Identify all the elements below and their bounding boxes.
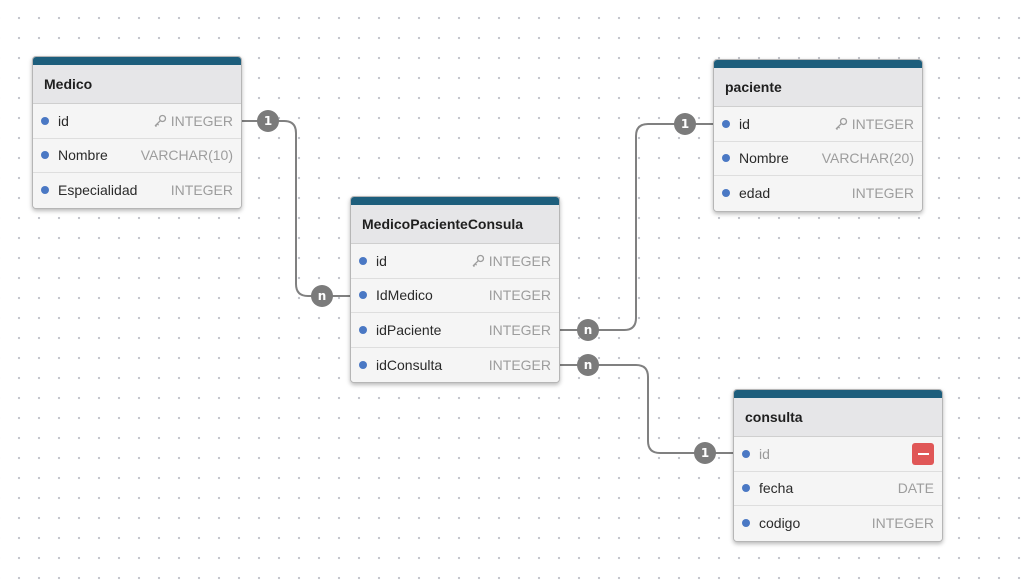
field-type: INTEGER <box>170 182 233 199</box>
field-dot-icon <box>722 189 730 198</box>
table-consulta[interactable]: consulta id fecha DATE codigo INTEGER <box>733 389 943 542</box>
field-type: INTEGER <box>488 321 551 338</box>
field-row[interactable]: Nombre VARCHAR(20) <box>714 141 922 176</box>
field-row[interactable]: codigo INTEGER <box>734 506 942 541</box>
table-header[interactable]: paciente <box>714 60 922 107</box>
field-name: id <box>759 445 770 462</box>
field-row[interactable]: edad INTEGER <box>714 176 922 211</box>
field-name: fecha <box>759 480 794 497</box>
table-title: Medico <box>44 76 93 92</box>
field-type: VARCHAR(10) <box>140 147 233 164</box>
field-dot-icon <box>359 291 367 300</box>
field-dot-icon <box>742 519 750 528</box>
field-type: DATE <box>897 480 934 497</box>
table-title: paciente <box>725 79 782 95</box>
table-title: consulta <box>745 409 803 425</box>
svg-text:1: 1 <box>681 117 689 131</box>
field-name: Nombre <box>739 150 789 167</box>
field-type-label: INTEGER <box>851 115 914 132</box>
field-dot-icon <box>742 484 750 493</box>
field-dot-icon <box>41 151 49 160</box>
svg-text:1: 1 <box>264 114 272 128</box>
cardinality-badge: n <box>577 354 599 376</box>
cardinality-badge: 1 <box>674 113 696 135</box>
key-icon <box>472 254 484 267</box>
field-dot-icon <box>359 256 367 265</box>
field-name: id <box>739 115 750 132</box>
field-row[interactable]: id INTEGER <box>33 104 241 139</box>
field-row[interactable]: idPaciente INTEGER <box>351 313 559 348</box>
cardinality-badge: n <box>311 285 333 307</box>
field-dot-icon <box>722 154 730 163</box>
field-name: codigo <box>759 515 801 532</box>
field-type: INTEGER <box>488 356 551 373</box>
key-icon <box>154 114 166 127</box>
field-name: Especialidad <box>58 182 138 199</box>
relation-consulta-line[interactable] <box>560 364 733 454</box>
cardinality-badge: 1 <box>257 110 279 132</box>
relation-medico-line[interactable] <box>242 120 350 297</box>
field-row[interactable]: fecha DATE <box>734 471 942 506</box>
field-row[interactable]: idConsulta INTEGER <box>351 347 559 382</box>
field-type: INTEGER <box>834 116 914 132</box>
field-type: INTEGER <box>153 113 233 129</box>
field-dot-icon <box>722 119 730 128</box>
table-header[interactable]: Medico <box>33 57 241 104</box>
key-icon <box>835 117 847 130</box>
field-name: id <box>58 112 69 129</box>
field-name: idPaciente <box>376 321 442 338</box>
field-type: VARCHAR(20) <box>821 150 914 167</box>
field-type: INTEGER <box>471 253 551 269</box>
field-name: Nombre <box>58 147 108 164</box>
field-type: INTEGER <box>488 287 551 304</box>
field-row[interactable]: Nombre VARCHAR(10) <box>33 138 241 173</box>
field-dot-icon <box>41 186 49 195</box>
field-row[interactable]: id INTEGER <box>351 244 559 279</box>
svg-text:n: n <box>584 323 593 337</box>
table-paciente[interactable]: paciente id INTEGER Nombre VARCHAR(20) e… <box>713 59 923 212</box>
field-name: edad <box>739 185 771 202</box>
table-title: MedicoPacienteConsula <box>362 216 524 232</box>
table-header[interactable]: consulta <box>734 390 942 437</box>
svg-text:1: 1 <box>701 446 709 460</box>
svg-text:n: n <box>584 358 593 372</box>
field-dot-icon <box>742 449 750 458</box>
field-dot-icon <box>359 360 367 369</box>
field-row[interactable]: id <box>734 437 942 472</box>
table-medico[interactable]: Medico id INTEGER Nombre VARCHAR(10) Esp… <box>32 56 242 209</box>
table-header[interactable]: MedicoPacienteConsula <box>351 197 559 244</box>
field-dot-icon <box>41 116 49 125</box>
field-row[interactable]: id INTEGER <box>714 107 922 142</box>
field-dot-icon <box>359 325 367 334</box>
remove-field-button[interactable] <box>912 442 934 465</box>
svg-text:n: n <box>318 289 327 303</box>
field-type-label: INTEGER <box>488 252 551 269</box>
minus-icon <box>917 452 929 455</box>
relation-paciente-line[interactable] <box>560 123 713 331</box>
field-row[interactable]: IdMedico INTEGER <box>351 278 559 313</box>
field-type-label: INTEGER <box>170 112 233 129</box>
field-type: INTEGER <box>871 515 934 532</box>
field-name: idConsulta <box>376 356 443 373</box>
cardinality-badge: n <box>577 319 599 341</box>
field-type: INTEGER <box>851 185 914 202</box>
cardinality-badge: 1 <box>694 442 716 464</box>
field-row[interactable]: Especialidad INTEGER <box>33 173 241 208</box>
field-name: id <box>376 252 387 269</box>
table-medicopacienteconsula[interactable]: MedicoPacienteConsula id INTEGER IdMedic… <box>350 196 560 383</box>
field-name: IdMedico <box>376 287 433 304</box>
